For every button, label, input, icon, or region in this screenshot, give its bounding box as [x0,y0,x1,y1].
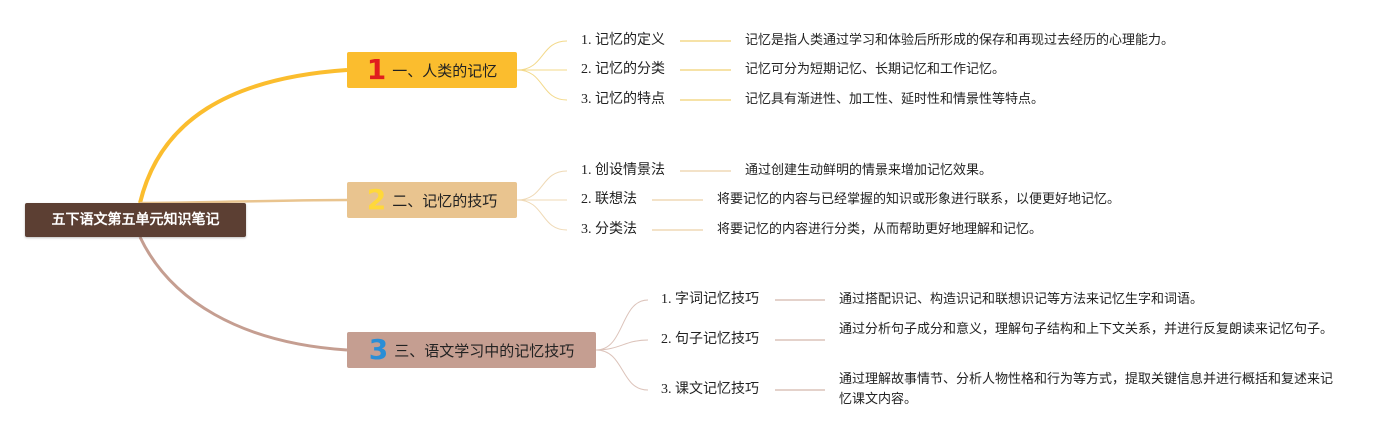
desc-text-memory: 通过理解故事情节、分析人物性格和行为等方式，提取关键信息并进行概括和复述来记忆课… [839,372,1334,407]
branch-label: 二、记忆的技巧 [392,191,498,210]
branch-human-memory[interactable]: 1 一、人类的记忆 [347,52,517,88]
desc-word-memory: 通过搭配识记、构造识记和联想识记等方法来记忆生字和词语。 [839,292,1204,307]
branch1-item1-link [516,40,568,71]
root-node[interactable]: 五下语文第五单元知识笔记 [25,203,246,237]
item-memory-features[interactable]: 3. 记忆的特点 [581,92,665,107]
branch3-item3-link [595,349,649,391]
root-to-branch2-link [139,198,348,205]
desc-memory-types: 记忆可分为短期记忆、长期记忆和工作记忆。 [745,62,1006,77]
branch1-item3-link [516,69,568,101]
branch3-item2-link [595,339,649,351]
item-sentence-memory[interactable]: 2. 句子记忆技巧 [661,332,759,347]
branch-number-badge: 2 [366,183,387,216]
desc-scenario-method: 通过创建生动鲜明的情景来增加记忆效果。 [745,163,993,178]
branch2-item3-link [516,199,568,231]
desc-association-method: 将要记忆的内容与已经掌握的知识或形象进行联系，以便更好地记忆。 [717,192,1121,207]
branch2-item1-link [516,170,568,201]
root-to-branch1-link [138,68,348,204]
item-word-memory[interactable]: 1. 字词记忆技巧 [661,292,759,307]
desc-memory-features: 记忆具有渐进性、加工性、延时性和情景性等特点。 [745,92,1045,107]
branch-number-badge: 3 [368,333,389,366]
desc-memory-definition: 记忆是指人类通过学习和体验后所形成的保存和再现过去经历的心理能力。 [745,33,1175,48]
branch-memory-techniques[interactable]: 2 二、记忆的技巧 [347,182,517,218]
item-association-method[interactable]: 2. 联想法 [581,192,637,207]
branch-number-badge: 1 [366,53,387,86]
branch-label: 三、语文学习中的记忆技巧 [394,341,575,360]
desc-sentence-memory: 通过分析句子成分和意义，理解句子结构和上下文关系，并进行反复朗读来记忆句子。 [839,322,1334,337]
branch-label: 一、人类的记忆 [392,61,498,80]
root-to-branch3-link [138,236,348,352]
item-memory-types[interactable]: 2. 记忆的分类 [581,62,665,77]
item-memory-definition[interactable]: 1. 记忆的定义 [581,33,665,48]
item-text-memory[interactable]: 3. 课文记忆技巧 [661,382,759,397]
desc-classification-method: 将要记忆的内容进行分类，从而帮助更好地理解和记忆。 [717,222,1043,237]
branch-chinese-learning-memory[interactable]: 3 三、语文学习中的记忆技巧 [347,332,596,368]
item-scenario-method[interactable]: 1. 创设情景法 [581,163,665,178]
branch3-item1-link [595,299,649,351]
item-classification-method[interactable]: 3. 分类法 [581,222,637,237]
